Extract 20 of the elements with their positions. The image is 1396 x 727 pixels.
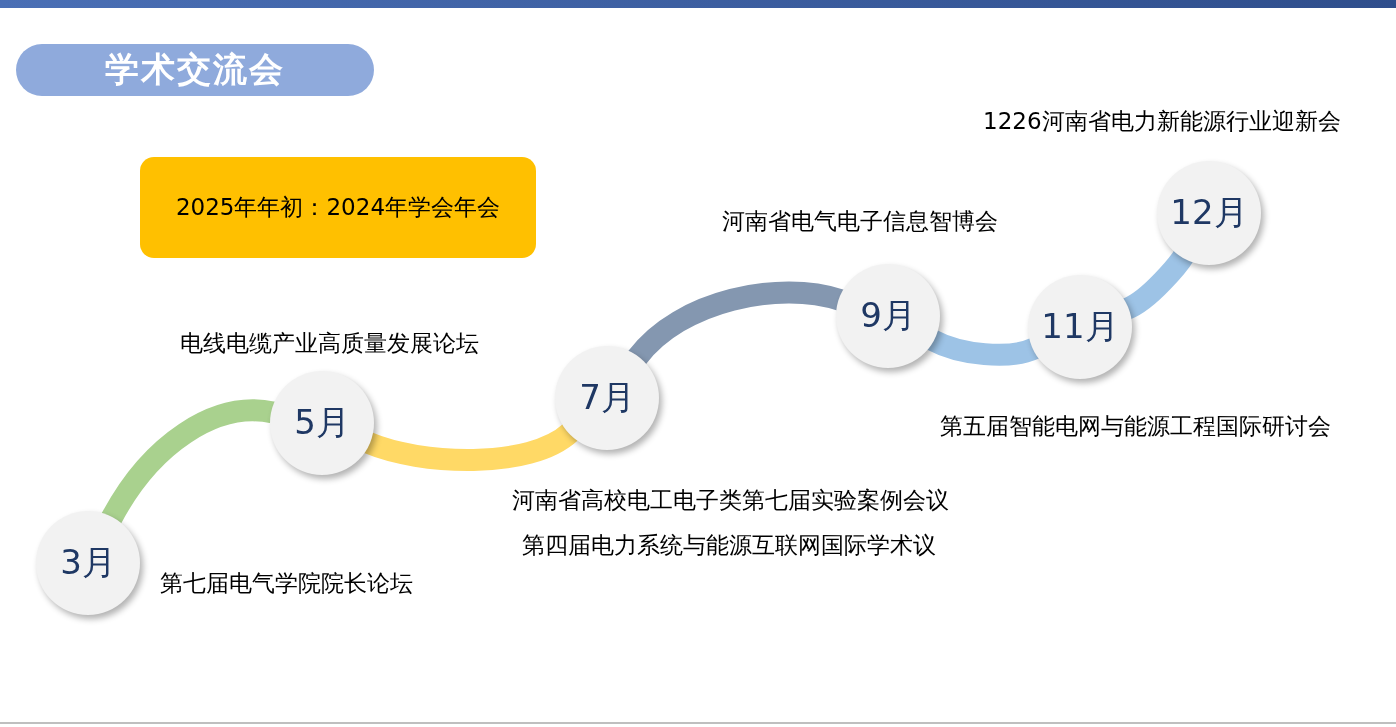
event-label: 第五届智能电网与能源工程国际研讨会: [940, 412, 1331, 441]
timeline-band: [927, 329, 1039, 366]
month-circle: 5月: [270, 371, 374, 475]
event-label: 第七届电气学院院长论坛: [160, 569, 413, 598]
month-circle: 12月: [1157, 161, 1261, 265]
timeline-band: [101, 399, 275, 525]
event-label: 河南省高校电工电子类第七届实验案例会议: [512, 486, 949, 515]
event-label: 河南省电气电子信息智博会: [722, 207, 998, 236]
timeline-band: [628, 281, 844, 366]
event-label: 第四届电力系统与能源互联网国际学术议: [522, 531, 936, 560]
month-circle: 11月: [1028, 275, 1132, 379]
timeline-band: [1121, 249, 1193, 319]
event-box: 2025年年初：2024年学会年会: [140, 157, 536, 258]
timeline-band: [364, 423, 578, 471]
event-label: 1226河南省电力新能源行业迎新会: [983, 107, 1341, 136]
title-banner: 学术交流会: [16, 44, 374, 96]
month-circle: 3月: [36, 511, 140, 615]
month-circle: 9月: [836, 264, 940, 368]
event-label: 电线电缆产业高质量发展论坛: [180, 329, 479, 358]
month-circle: 7月: [555, 346, 659, 450]
